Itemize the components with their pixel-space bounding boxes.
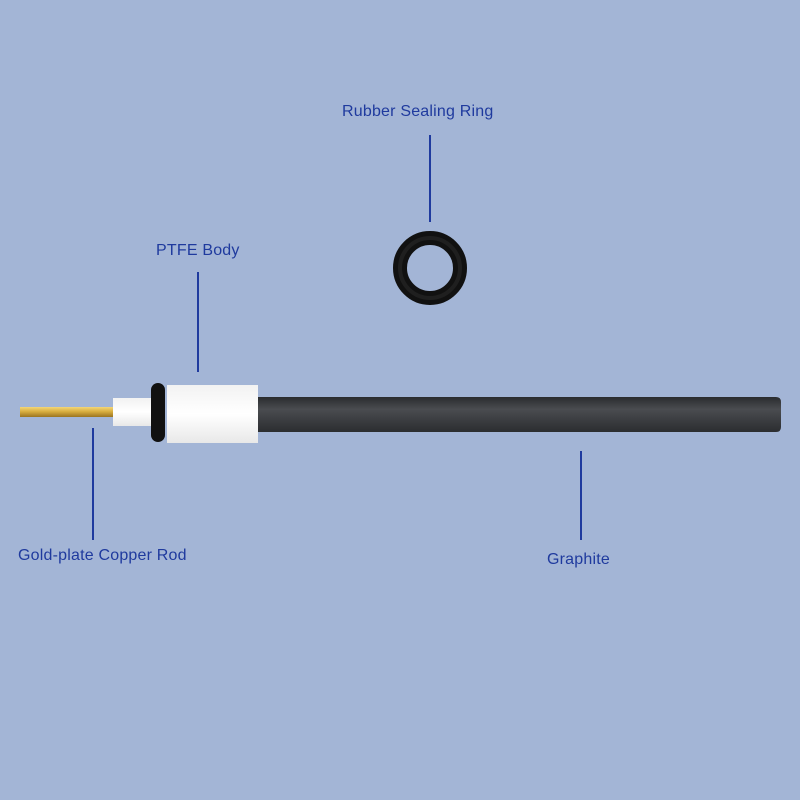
ptfe-body bbox=[167, 385, 258, 443]
gold-plate-copper-rod bbox=[20, 407, 116, 417]
rubber-sealing-ring bbox=[393, 231, 467, 305]
mounted-o-ring bbox=[151, 383, 165, 442]
ptfe-body-label: PTFE Body bbox=[156, 242, 240, 259]
gold-plate-copper-rod-label: Gold-plate Copper Rod bbox=[18, 547, 187, 564]
graphite-label: Graphite bbox=[547, 551, 610, 568]
ptfe-collar bbox=[113, 398, 157, 426]
graphite-rod bbox=[250, 397, 781, 432]
rubber-sealing-ring-label: Rubber Sealing Ring bbox=[342, 103, 494, 120]
